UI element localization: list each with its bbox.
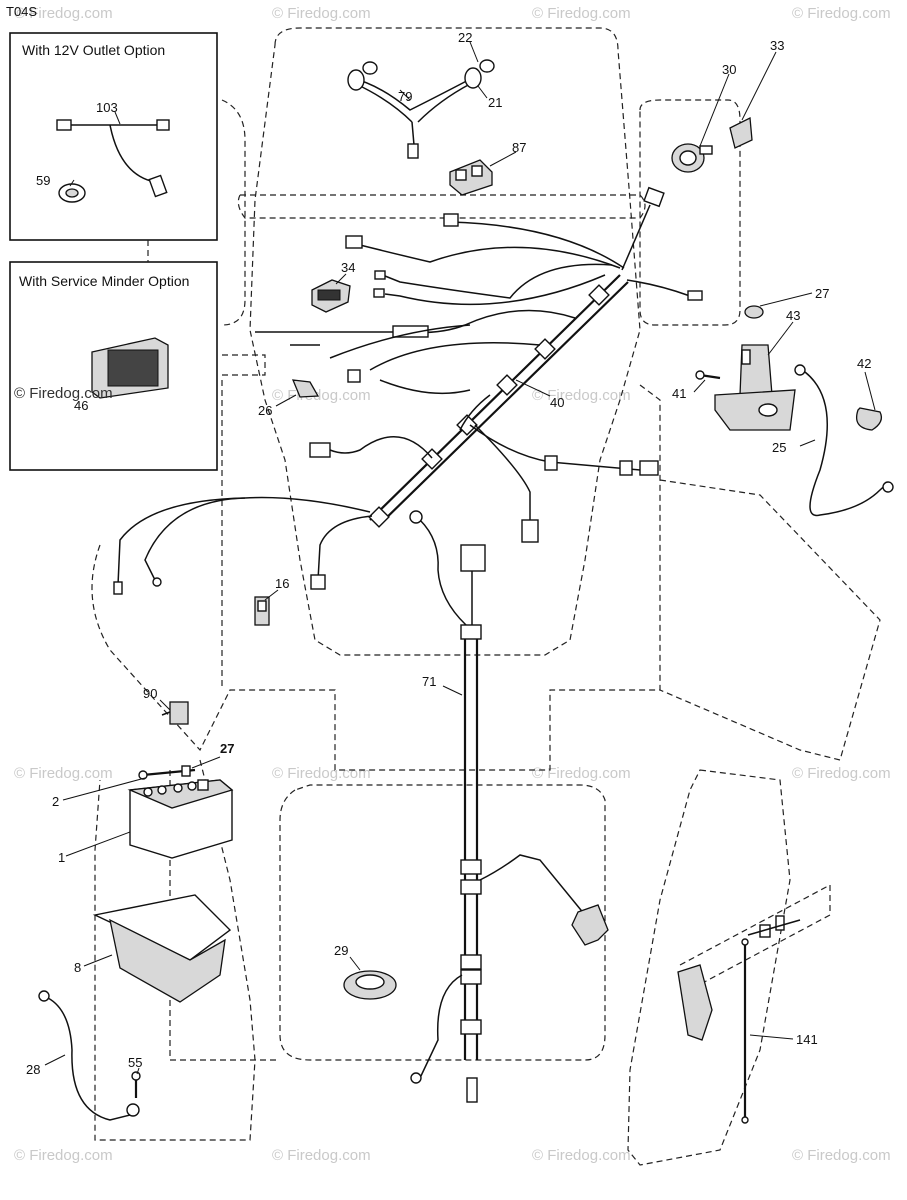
main-harness [113, 186, 703, 595]
switch-34 [311, 279, 351, 313]
part-label: 90 [143, 686, 157, 701]
part-label: 26 [258, 403, 272, 418]
leader-lines [44, 41, 876, 1075]
part-label: 34 [341, 260, 355, 275]
watermark-text: © Firedog.com [792, 765, 891, 782]
relay-87 [449, 159, 493, 196]
part-label: 87 [512, 140, 526, 155]
watermark-text: © Firedog.com [532, 1147, 631, 1164]
inset-minder-title: With Service Minder Option [19, 273, 189, 289]
watermarks: © Firedog.com © Firedog.com © Firedog.co… [14, 5, 891, 1164]
part-16 [254, 596, 270, 626]
part-label: 29 [334, 943, 348, 958]
part-label: 43 [786, 308, 800, 323]
inset-minder-watermark: © Firedog.com [14, 385, 113, 402]
headlight-harness [347, 59, 495, 159]
part-label: 2 [52, 794, 59, 809]
watermark-text: © Firedog.com [272, 5, 371, 22]
part-label: 25 [772, 440, 786, 455]
battery-tray-8 [92, 894, 232, 1003]
solenoid-43 [695, 305, 796, 431]
watermark-text: © Firedog.com [272, 765, 371, 782]
diagram-code: T04S [6, 4, 37, 19]
watermark-text: © Firedog.com [532, 5, 631, 22]
watermark-text: © Firedog.com [14, 1147, 113, 1164]
part-141 [677, 884, 831, 1124]
part-label: 42 [857, 356, 871, 371]
part-label: 28 [26, 1062, 40, 1077]
part-label: 79 [398, 89, 412, 104]
ground-cable-28 [38, 990, 141, 1121]
part-label: 41 [672, 386, 686, 401]
part-label: 22 [458, 30, 472, 45]
inset-outlet-title: With 12V Outlet Option [22, 42, 165, 58]
part-label: 103 [96, 100, 118, 115]
part-label: 40 [550, 395, 564, 410]
watermark-text: © Firedog.com [14, 765, 113, 782]
watermark-text: © Firedog.com [532, 765, 631, 782]
battery-1 [127, 765, 234, 859]
horn-29 [343, 970, 397, 1000]
watermark-text: © Firedog.com [14, 5, 113, 22]
watermark-text: © Firedog.com [792, 5, 891, 22]
part-label: 33 [770, 38, 784, 53]
part-number-labels: 103 59 46 22 79 21 87 30 33 34 27 43 42 … [26, 30, 871, 1077]
ignition-switch [671, 116, 753, 173]
part-label: 8 [74, 960, 81, 975]
part-label: 46 [74, 398, 88, 413]
part-label: 141 [796, 1032, 818, 1047]
part-label: 27 [220, 741, 234, 756]
part-label: 59 [36, 173, 50, 188]
chassis-outline [91, 27, 881, 1166]
part-label: 27 [815, 286, 829, 301]
part-label: 21 [488, 95, 502, 110]
part-26 [291, 379, 320, 398]
part-90 [161, 701, 189, 725]
watermark-text: © Firedog.com [532, 387, 631, 404]
cable-25 [794, 364, 894, 517]
battery-harness-71 [409, 510, 609, 1103]
inset-service-minder: With Service Minder Option © Firedog.com [9, 261, 218, 471]
inset-12v-outlet: With 12V Outlet Option [9, 32, 218, 241]
watermark-text: © Firedog.com [792, 1147, 891, 1164]
part-label: 1 [58, 850, 65, 865]
part-label: 55 [128, 1055, 142, 1070]
part-label: 16 [275, 576, 289, 591]
watermark-text: © Firedog.com [272, 387, 371, 404]
part-label: 30 [722, 62, 736, 77]
watermark-text: © Firedog.com [272, 1147, 371, 1164]
part-label: 71 [422, 674, 436, 689]
